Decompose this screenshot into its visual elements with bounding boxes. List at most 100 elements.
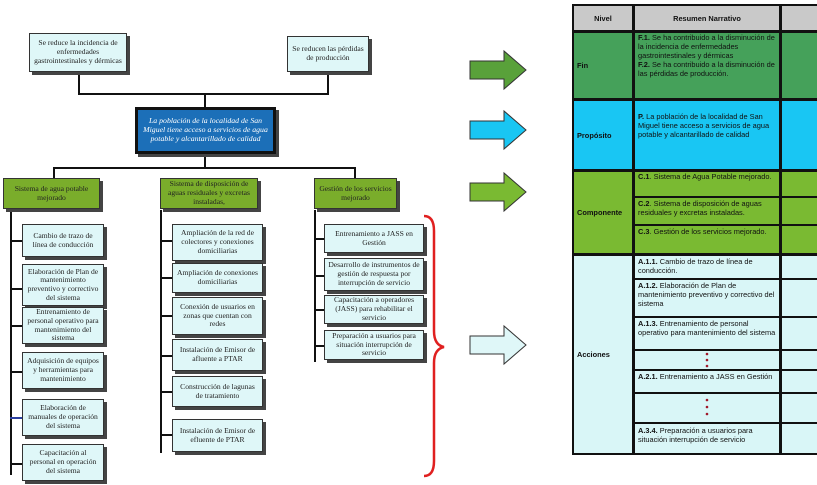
- action-text: Ampliación de conexiones domiciliarias: [177, 268, 258, 286]
- project-text: La población de la localidad de San Migu…: [143, 116, 268, 143]
- entry-code: A.2.1.: [638, 372, 658, 381]
- connector-line: [204, 93, 206, 107]
- entry-code: A.1.3.: [638, 319, 658, 328]
- action-text: Instalación de Emisor de efluente de PTA…: [179, 425, 256, 444]
- header-column: [782, 6, 817, 30]
- ellipsis-icon: [705, 397, 709, 417]
- entry-text: . Sistema de Agua Potable mejorado.: [649, 172, 772, 181]
- action-connector: [10, 288, 22, 290]
- action-text: Entrenamiento de personal operativo para…: [27, 307, 99, 343]
- cell-bg: [782, 226, 817, 253]
- cell-bg: [635, 198, 779, 224]
- action-box: Desarrollo de instrumentos de gestión de…: [324, 258, 424, 291]
- brace-icon: [423, 214, 445, 478]
- action-box: Ampliación de conexiones domiciliarias: [172, 263, 263, 293]
- end-text: Se reduce la incidencia de enfermedades …: [34, 38, 122, 65]
- entry-text: La población de la localidad de San Migu…: [638, 112, 770, 139]
- action-text: Elaboración de manuales de operación del…: [28, 403, 98, 430]
- cell-bg: [635, 371, 779, 392]
- entry-c3: C.3. Gestión de los servicios mejorado.: [635, 227, 779, 253]
- action-box: Entrenamiento de personal operativo para…: [22, 307, 104, 344]
- arrow-right-icon: [469, 171, 527, 213]
- action-connector: [10, 325, 22, 327]
- arrow-right-icon: [469, 324, 527, 366]
- action-box: Construcción de lagunas de tratamiento: [172, 376, 263, 407]
- action-text: Construcción de lagunas de tratamiento: [180, 381, 255, 400]
- end-box: Se reduce la incidencia de enfermedades …: [29, 33, 127, 72]
- entry-code: A.3.4.: [638, 426, 658, 435]
- entry-text: . Sistema de disposición de aguas residu…: [638, 199, 762, 217]
- component-text: Gestión de los servicios mejorado: [319, 183, 392, 202]
- connector-line: [53, 167, 356, 169]
- action-text: Cambio de trazo de línea de conducción: [32, 230, 94, 249]
- action-box: Capacitación al personal en operación de…: [22, 444, 104, 481]
- action-box: Ampliación de la red de colectores y con…: [172, 224, 263, 261]
- action-connector: [314, 275, 324, 277]
- column-rail: [10, 210, 12, 475]
- cell-bg: [782, 198, 817, 224]
- arrow-right-icon: [469, 109, 527, 151]
- cell-bg: [782, 394, 817, 422]
- entry-text: Cambio de trazo de línea de conducción.: [638, 257, 753, 275]
- entry-f1: F.1. Se ha contribuido a la disminución …: [638, 33, 776, 61]
- level-componente: Componente: [574, 172, 632, 253]
- cell-bg: [782, 33, 817, 98]
- action-connector: [314, 345, 324, 347]
- connector-line: [53, 167, 55, 178]
- action-box: Adquisición de equipos y herramientas pa…: [22, 352, 104, 389]
- entry-c1: C.1. Sistema de Agua Potable mejorado.: [635, 172, 779, 196]
- action-connector: [160, 277, 172, 279]
- action-box: Elaboración de Plan de mantenimiento pre…: [22, 264, 104, 306]
- entry-text: Se ha contribuido a la disminución de la…: [638, 33, 775, 60]
- entry-code: A.1.1.: [638, 257, 658, 266]
- action-connector: [160, 240, 172, 242]
- action-text: Elaboración de Plan de mantenimiento pre…: [27, 266, 99, 302]
- action-connector: [160, 434, 172, 436]
- header-nivel: Nivel: [574, 6, 632, 30]
- level-proposito: Propósito: [574, 101, 632, 169]
- action-connector: [160, 355, 172, 357]
- component-box: Sistema de disposición de aguas residual…: [160, 178, 258, 209]
- entry-text: Se ha contribuido a la disminución de la…: [638, 59, 775, 78]
- column-rail: [314, 210, 316, 362]
- action-text: Desarrollo de instrumentos de gestión de…: [328, 260, 420, 287]
- cell-bg: [635, 101, 779, 169]
- column-rail: [160, 210, 162, 453]
- action-connector: [314, 238, 324, 240]
- action-box: Cambio de trazo de línea de conducción: [22, 224, 104, 257]
- entry-f2: F.2. Se ha contribuido a la disminución …: [638, 59, 776, 79]
- action-box: Instalación de Emisor de efluente de PTA…: [172, 419, 263, 452]
- entry-code: F.2.: [638, 59, 650, 69]
- cell-bg: [782, 318, 817, 349]
- action-box: Instalación de Emisor de afluente a PTAR: [172, 339, 263, 371]
- cell-bg: [782, 351, 817, 369]
- entry-code: A.1.2.: [638, 281, 658, 290]
- action-text: Adquisición de equipos y herramientas pa…: [27, 356, 99, 383]
- cell-bg: [635, 226, 779, 253]
- action-text: Conexión de usuarios en zonas que cuenta…: [180, 301, 255, 329]
- cell-bg: [782, 101, 817, 169]
- action-text: Preparación a usuarios para situación in…: [332, 330, 416, 358]
- entry-code: F.1.: [638, 33, 650, 42]
- cell-bg: [635, 424, 779, 453]
- entry-code: C.1: [638, 172, 650, 181]
- entry-text: Preparación a usuarios para situación in…: [638, 426, 753, 444]
- component-text: Sistema de disposición de aguas residual…: [167, 179, 251, 206]
- entry-c2: C.2. Sistema de disposición de aguas res…: [635, 199, 779, 224]
- entry-code: P.: [638, 112, 645, 121]
- action-text: Instalación de Emisor de afluente a PTAR: [179, 345, 256, 363]
- entry-text: Entrenamiento a JASS en Gestión: [657, 372, 773, 381]
- cell-bg: [782, 371, 817, 392]
- entry-a11: A.1.1. Cambio de trazo de línea de condu…: [635, 257, 779, 278]
- action-box: Conexión de usuarios en zonas que cuenta…: [172, 297, 263, 335]
- proposito-entry: P. La población de la localidad de San M…: [635, 112, 779, 168]
- component-box: Gestión de los servicios mejorado: [314, 178, 397, 209]
- component-box: Sistema de agua potable mejorado: [3, 178, 100, 209]
- connector-line: [354, 167, 356, 178]
- entry-text: Elaboración de Plan de mantenimiento pre…: [638, 281, 775, 308]
- ellipsis-icon: [705, 351, 709, 369]
- action-box: Capacitación a operadores (JASS) para re…: [324, 295, 424, 324]
- cell-bg: [635, 280, 779, 316]
- fin-entries: F.1. Se ha contribuido a la disminución …: [635, 33, 779, 98]
